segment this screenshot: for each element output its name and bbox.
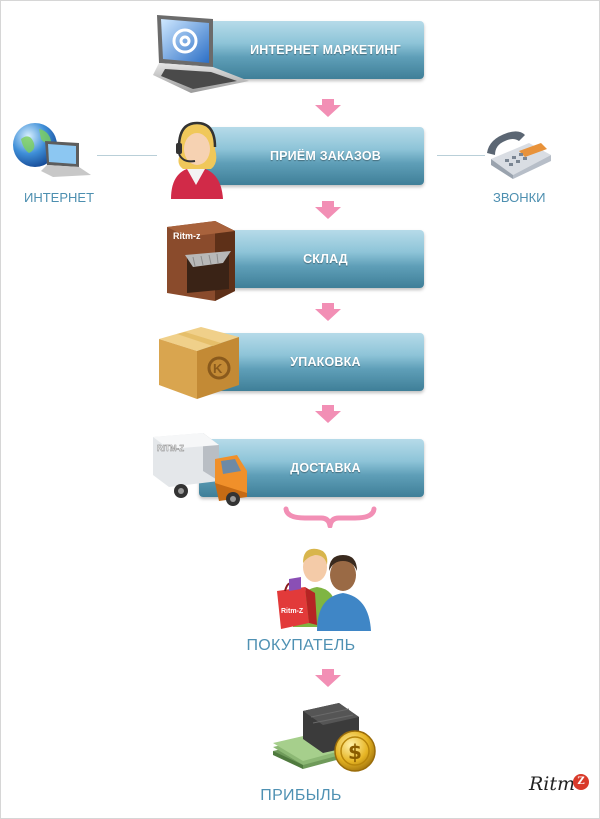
warehouse-brand-text: Ritm-z <box>173 231 201 241</box>
flow-arrow-1 <box>315 99 341 117</box>
connector-right <box>437 155 485 156</box>
flow-arrow-2 <box>315 201 341 219</box>
money-wallet-icon: $ <box>273 703 376 772</box>
flow-arrow-3 <box>315 303 341 321</box>
stage-label: УПАКОВКА <box>290 355 361 369</box>
flow-arrow-5 <box>315 669 341 687</box>
telephone-icon <box>487 131 551 179</box>
flow-arrow-4 <box>315 405 341 423</box>
input-label-calls: ЗВОНКИ <box>493 190 546 205</box>
stage-label: ДОСТАВКА <box>290 461 361 475</box>
stage-label: ИНТЕРНЕТ МАРКЕТИНГ <box>250 43 401 57</box>
brand-badge: Z <box>573 774 590 790</box>
outcome-label-profit: ПРИБЫЛЬ <box>260 787 342 804</box>
stage-label: ПРИЁМ ЗАКАЗОВ <box>269 149 382 163</box>
stage-warehouse: СКЛАД <box>199 230 424 288</box>
operator-headset-icon <box>171 121 223 199</box>
outcome-label-customer: ПОКУПАТЕЛЬ <box>246 637 356 654</box>
truck-brand-text: RITM-Z <box>157 444 184 453</box>
stage-internet-marketing: ИНТЕРНЕТ МАРКЕТИНГ <box>199 21 424 79</box>
bag-brand-text: Ritm-Z <box>281 608 304 615</box>
customers-shopping-icon: Ritm-Z <box>277 548 371 631</box>
laptop-email-icon <box>153 15 249 93</box>
flow-brace <box>283 506 377 528</box>
stage-order-taking: ПРИЁМ ЗАКАЗОВ <box>199 127 424 185</box>
svg-text:$: $ <box>348 740 362 764</box>
connector-left <box>97 155 157 156</box>
warehouse-icon: Ritm-z <box>167 221 235 301</box>
cardboard-box-icon: K <box>159 327 239 399</box>
brand-signature-text: Ritm <box>529 773 576 795</box>
input-label-internet: ИНТЕРНЕТ <box>24 190 95 205</box>
svg-text:K: K <box>213 361 223 376</box>
stage-label: СКЛАД <box>303 252 348 266</box>
delivery-truck-icon: RITM-Z <box>153 433 247 506</box>
globe-laptop-icon <box>13 123 91 177</box>
